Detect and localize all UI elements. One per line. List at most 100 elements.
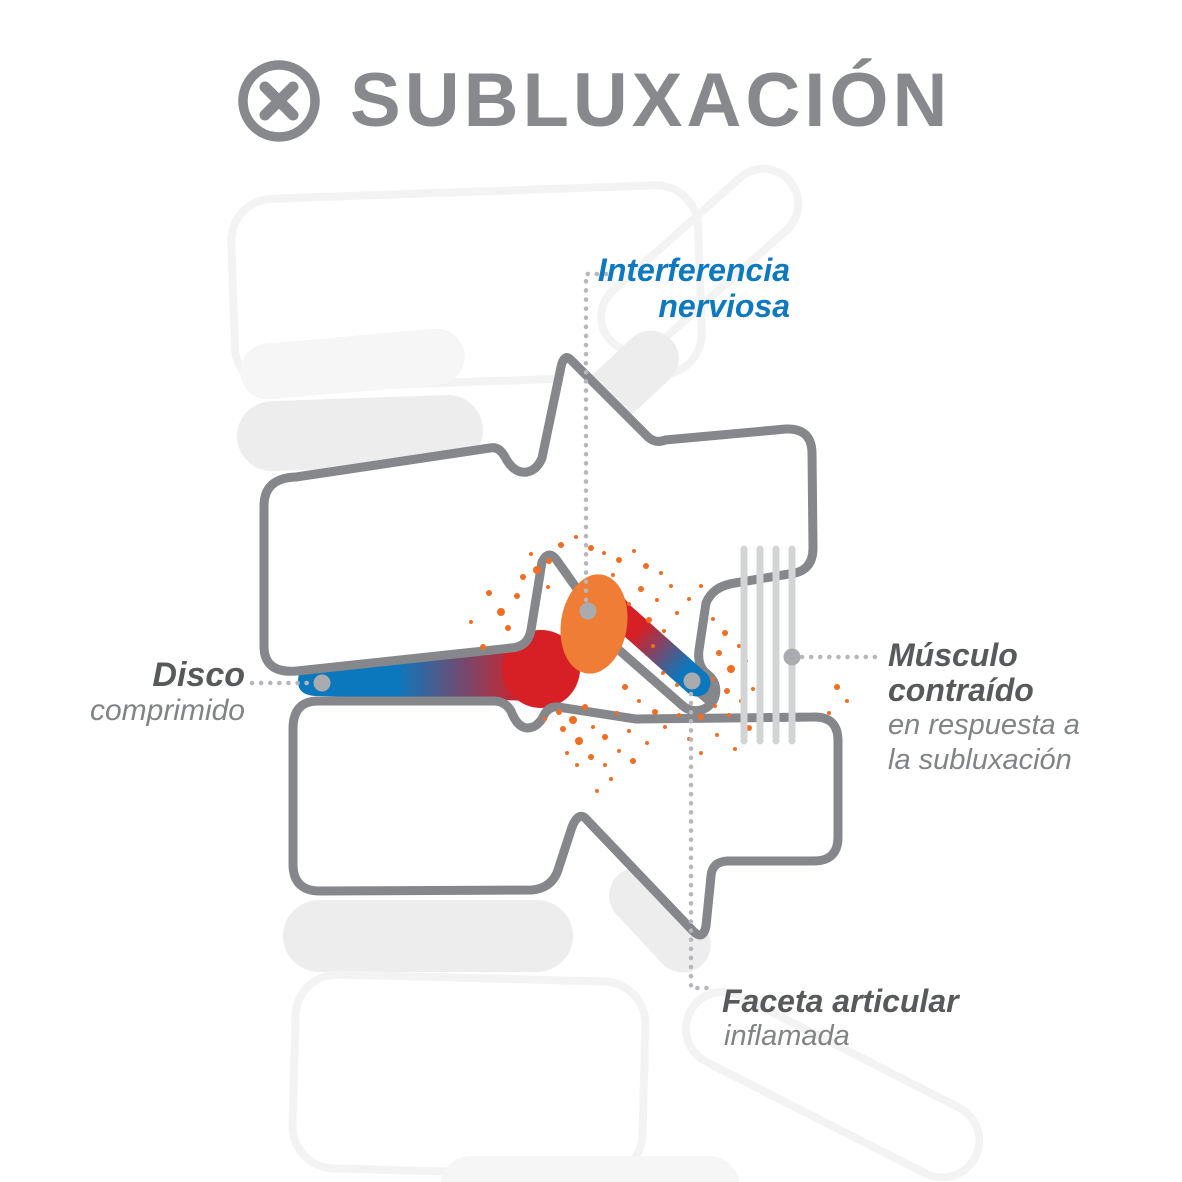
- ghost-disc-upper-light: [240, 328, 465, 400]
- label-muscle-light2: la subluxación: [888, 744, 1072, 776]
- ghost-disc-bottom-edge: [440, 1156, 740, 1182]
- speckle-dot: [699, 751, 703, 755]
- speckle-dot: [575, 763, 579, 767]
- speckle-dot: [602, 734, 608, 740]
- speckle-dot: [574, 535, 578, 539]
- speckle-dot: [675, 683, 679, 687]
- disc-leader-marker-dot: [313, 674, 331, 692]
- label-nerve-interference: Interferencia nerviosa: [598, 252, 790, 324]
- speckle-dot: [615, 711, 619, 715]
- muscle-leader-marker-dot: [783, 648, 801, 666]
- label-muscle-bold2: contraído: [888, 672, 1034, 708]
- page-title: SUBLUXACIÓN: [350, 58, 952, 143]
- speckle-dot: [724, 688, 730, 694]
- speckle-dot: [646, 617, 652, 623]
- speckle-dot: [497, 608, 505, 616]
- speckle-dot: [711, 617, 715, 621]
- speckle-dot: [627, 729, 631, 733]
- ghost-spinous-echo-lower: [609, 867, 711, 973]
- speckle-dot: [533, 566, 541, 574]
- label-leader-lines: [249, 271, 879, 991]
- speckle-dot: [687, 597, 691, 601]
- speckle-dot: [659, 571, 663, 575]
- speckle-dot: [645, 741, 649, 745]
- speckle-dot: [480, 644, 486, 650]
- pinched-nerve-oval: [560, 574, 628, 674]
- label-inflamed-facet: Faceta articular inflamada: [722, 984, 959, 1054]
- speckle-dot: [543, 717, 547, 721]
- speckle-dot: [582, 704, 588, 710]
- speckle-dot: [546, 558, 552, 564]
- speckle-dot: [677, 713, 681, 717]
- speckle-dot: [469, 620, 473, 624]
- speckle-dot: [675, 611, 679, 615]
- speckle-dot: [727, 713, 731, 717]
- inflammation-speckles: [469, 535, 849, 793]
- lower-vertebra-outline: [288, 696, 843, 940]
- speckle-dot: [560, 726, 566, 732]
- speckle-dot: [630, 758, 636, 764]
- label-contracted-muscle: Músculo contraído en respuesta a la subl…: [888, 638, 1080, 778]
- ghost-upper-vertebra-outline: [227, 181, 706, 393]
- ghost-spine-shadows: [227, 164, 984, 1182]
- speckle-dot: [556, 709, 562, 715]
- speckle-dot: [845, 699, 849, 703]
- speckle-dot: [529, 552, 533, 556]
- speckle-dot: [643, 563, 649, 569]
- speckle-dot: [733, 747, 737, 751]
- speckle-dot: [520, 574, 526, 580]
- speckle-dot: [632, 549, 636, 553]
- speckle-dot: [558, 542, 564, 548]
- speckle-dot: [715, 733, 719, 737]
- speckle-dot: [662, 629, 666, 633]
- speckle-dot: [486, 590, 492, 596]
- speckle-dot: [569, 716, 577, 724]
- speckle-dot: [655, 598, 659, 602]
- speckle-dot: [611, 573, 615, 577]
- speckle-dot: [616, 557, 622, 563]
- facet-leader-marker-dot: [683, 672, 701, 690]
- speckle-dot: [622, 684, 628, 690]
- label-nerve-line2: nerviosa: [658, 288, 790, 324]
- speckle-dot: [699, 584, 703, 588]
- speckle-dot: [588, 754, 594, 760]
- speckle-dot: [627, 602, 631, 606]
- speckle-dot: [565, 751, 569, 755]
- speckle-dot: [698, 714, 704, 720]
- ghost-upper-spinous-outline: [597, 164, 803, 356]
- label-facet-bold: Faceta articular: [722, 983, 959, 1019]
- speckle-dot: [602, 551, 606, 555]
- speckle-dot: [834, 684, 840, 690]
- label-nerve-line1: Interferencia: [597, 252, 790, 288]
- speckle-dot: [737, 644, 741, 648]
- facet-leader: [688, 691, 717, 991]
- ghost-lower-vertebra-outline: [288, 970, 650, 1180]
- label-disc-bold: Disco: [152, 656, 245, 694]
- speckle-dot: [609, 777, 613, 781]
- speckle-dot: [546, 585, 550, 589]
- speckle-dot: [722, 630, 728, 636]
- speckle-dot: [652, 709, 658, 715]
- speckle-dot: [713, 704, 717, 708]
- nerve-leader-marker-dot: [579, 602, 597, 620]
- speckle-dot: [669, 584, 673, 588]
- speckle-dot: [505, 625, 511, 631]
- nerve-leader: [583, 271, 609, 603]
- speckle-dot: [651, 644, 655, 648]
- speckle-dot: [716, 650, 722, 656]
- ghost-disc-lower: [283, 900, 573, 972]
- speckle-dot: [638, 586, 644, 592]
- ghost-lower-spinous-outline: [681, 987, 984, 1182]
- label-muscle-bold1: Músculo: [888, 637, 1018, 673]
- speckle-dot: [617, 749, 621, 753]
- speckle-dot: [514, 593, 520, 599]
- speckle-dot: [637, 699, 641, 703]
- label-facet-light: inflamada: [724, 1020, 850, 1052]
- speckle-dot: [603, 763, 607, 767]
- circle-x-icon: [238, 60, 320, 142]
- label-compressed-disc: Disco comprimido: [90, 658, 245, 728]
- speckle-dot: [751, 687, 755, 691]
- speckle-dot: [711, 677, 715, 681]
